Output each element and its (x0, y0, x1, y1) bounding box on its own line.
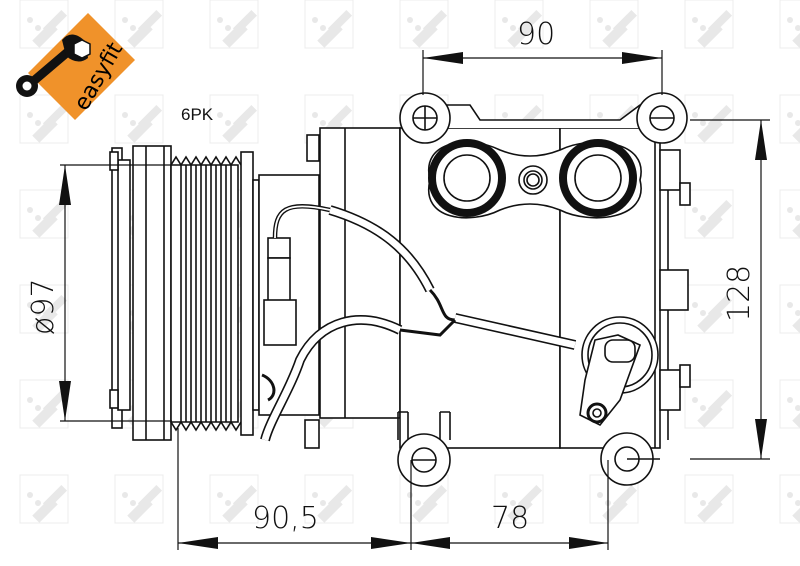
dim-pulley-to-mount: 90,5 (252, 501, 319, 536)
wire-harness (260, 204, 577, 442)
dim-height: 128 (722, 265, 757, 322)
easyfit-logo: easyfit (16, 13, 135, 120)
dim-pulley-diameter: ø97 (26, 278, 61, 335)
dimension-arrows (59, 52, 767, 549)
compressor-body (258, 92, 691, 487)
belt-type-label: 6PK (181, 105, 214, 124)
dim-mount-spacing: 78 (491, 501, 529, 536)
pulley (109, 145, 260, 441)
dim-top-width: 90 (517, 17, 555, 52)
wrench-icon (16, 34, 91, 97)
